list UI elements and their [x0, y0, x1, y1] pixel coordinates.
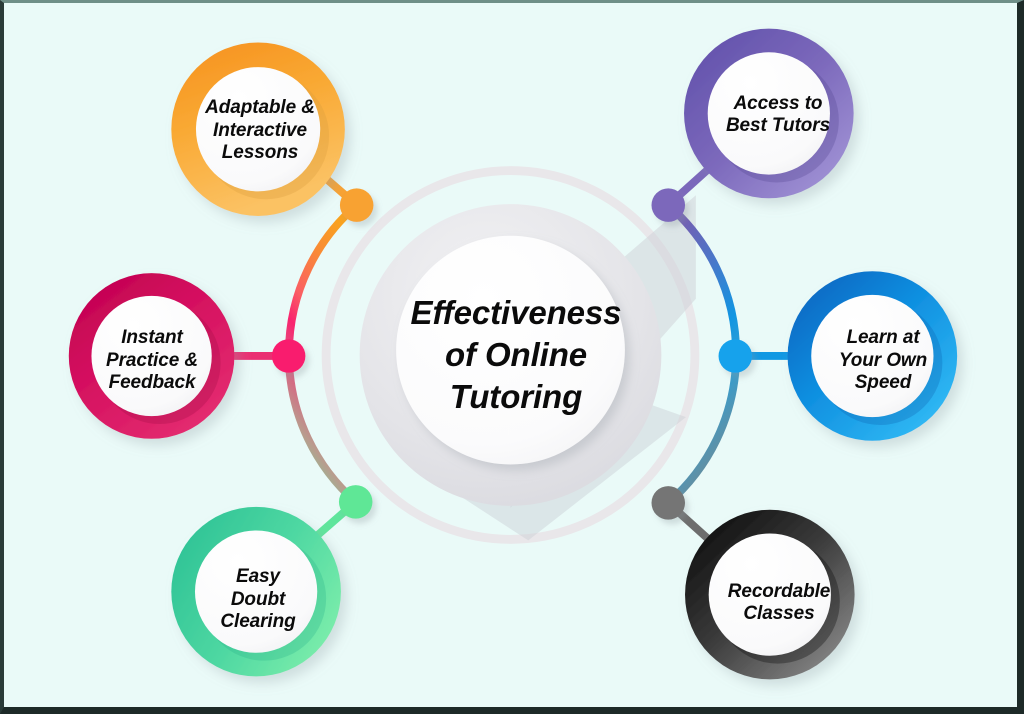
junction-dot-recordable[interactable]: [651, 486, 686, 520]
diagram-svg: [68, 28, 958, 680]
center-hub: [321, 166, 700, 544]
node-easy-doubt-clearing[interactable]: [171, 506, 341, 677]
node-face-access: [707, 52, 830, 175]
node-recordable-classes[interactable]: [685, 509, 855, 680]
node-face-adaptable: [195, 67, 321, 192]
node-instant-practice-feedback[interactable]: [68, 273, 235, 439]
junction-dot-access[interactable]: [651, 188, 686, 222]
node-learn-at-your-own-speed[interactable]: [787, 271, 958, 441]
node-face-recordable: [708, 533, 831, 656]
node-face-instant: [91, 295, 212, 417]
junction-dot-instant[interactable]: [271, 339, 306, 373]
junction-dot-adaptable[interactable]: [339, 188, 374, 222]
node-adaptable-interactive-lessons[interactable]: [171, 42, 345, 216]
node-face-learn-speed: [811, 294, 934, 418]
center-white-circle: [396, 235, 625, 465]
node-face-easy-doubt: [194, 530, 318, 653]
outer-halo-ring: [321, 166, 700, 544]
junction-dot-easy-doubt[interactable]: [338, 485, 373, 519]
junction-dot-learn-speed[interactable]: [718, 339, 753, 373]
node-access-to-best-tutors[interactable]: [684, 28, 854, 199]
